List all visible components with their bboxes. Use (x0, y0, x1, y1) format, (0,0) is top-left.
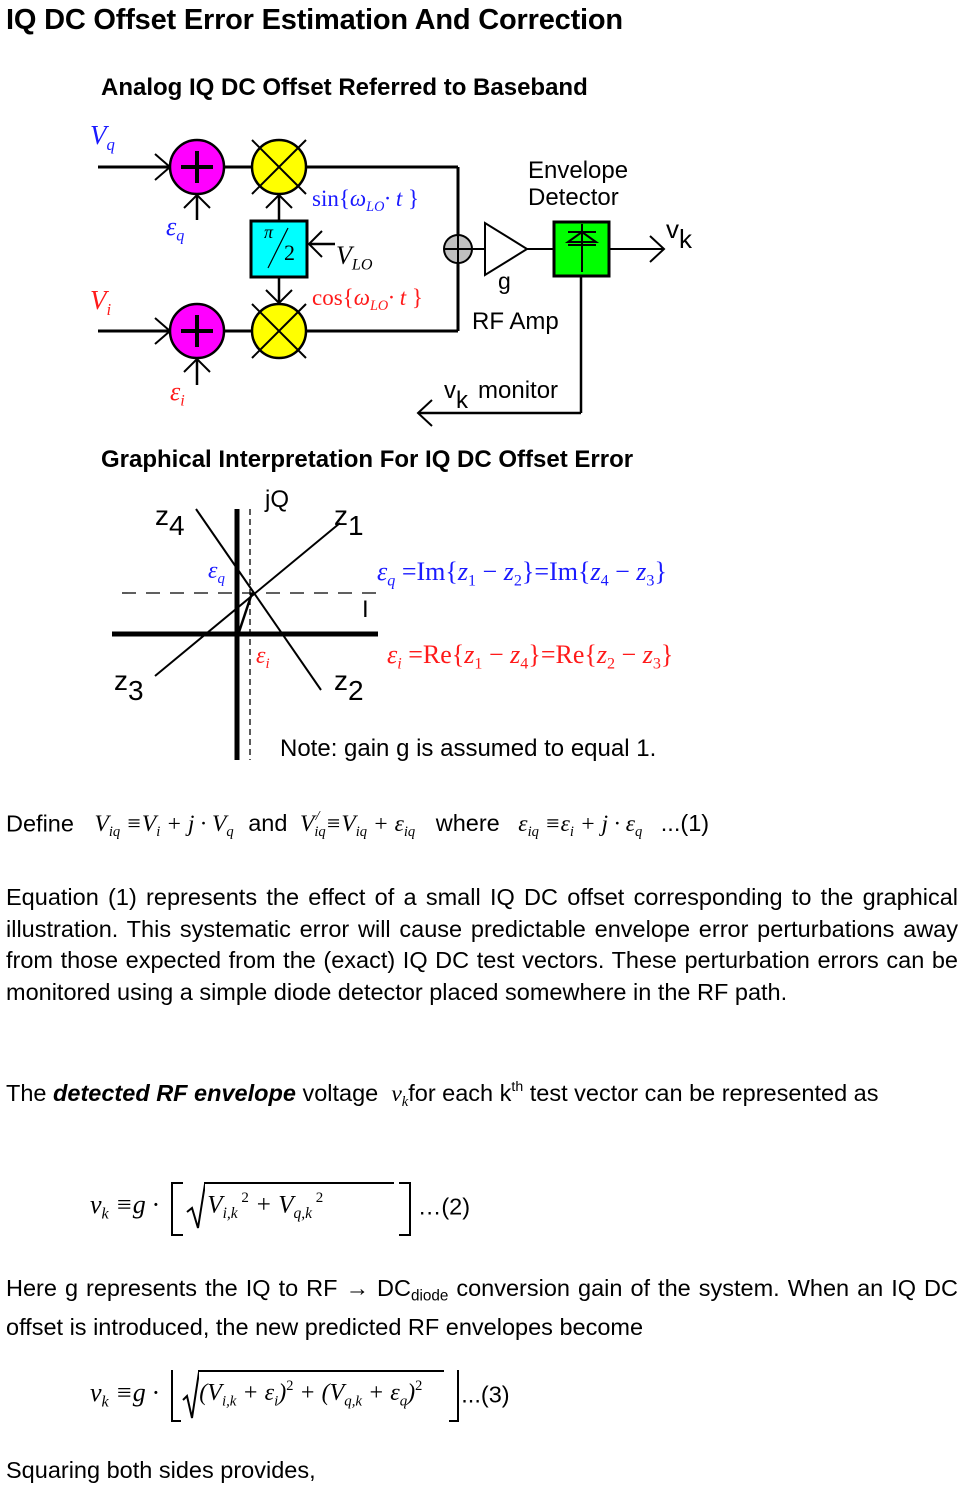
eq-formula: εq =Im{z1 − z2}=Im{z4 − z3} (377, 557, 667, 590)
sin-label: sin{ωLO· t } (312, 186, 420, 215)
iq-modulator-block-diagram (98, 138, 666, 427)
paragraph-squaring: Squaring both sides provides, (6, 1457, 316, 1483)
z2-label: z2 (334, 665, 364, 706)
phase-den: 2 (284, 240, 295, 265)
z4-label: z4 (155, 500, 185, 541)
paragraph-conversion-gain: Here g represents the IQ to RF → DCdiode… (6, 1275, 959, 1341)
z1-label: z1 (334, 500, 364, 541)
cos-label: cos{ωLO· t } (312, 285, 423, 314)
axis-jq-label: jQ (265, 486, 289, 513)
axis-i-label: I (362, 596, 369, 623)
eq-small-label: εq (208, 558, 225, 588)
vk-output-label: vk (666, 214, 692, 254)
adder-q-icon (168, 138, 226, 196)
eq-label: εq (166, 212, 185, 245)
rf-amp-label: RF Amp (472, 308, 559, 335)
page-title: IQ DC Offset Error Estimation And Correc… (6, 4, 623, 36)
vi-label: Vi (90, 285, 112, 319)
diagram2-heading: Graphical Interpretation For IQ DC Offse… (101, 446, 634, 473)
ei-formula: εi =Re{z1 − z4}=Re{z2 − z3} (387, 640, 674, 673)
ei-label: εi (170, 377, 185, 410)
vq-label: Vq (90, 120, 115, 154)
adder-i-icon (168, 302, 226, 360)
iq-plane-graph (112, 508, 378, 760)
gain-note: Note: gain g is assumed to equal 1. (280, 735, 657, 762)
amp-gain-label: g (498, 268, 511, 294)
vlo-label: VLO (336, 241, 373, 274)
z3-label: z3 (114, 665, 144, 706)
mixer-i-icon (250, 302, 308, 360)
mixer-q-icon (250, 138, 308, 196)
equation-1-line: Define Viq ≡Vi + j · Vq and Viq/ ≡Viq + … (6, 808, 710, 841)
equation-2: vk ≡g · Vi,k 2 + Vq,k 2 …(2) (90, 1180, 470, 1240)
ei-small-label: εi (256, 643, 270, 673)
combiner-icon (443, 234, 473, 264)
paragraph-equation-1-explanation: Equation (1) represents the effect of a … (6, 884, 958, 1005)
diagram1-heading: Analog IQ DC Offset Referred to Baseband (101, 74, 588, 101)
rf-amp-icon (484, 221, 529, 277)
paragraph-detected-envelope: The detected RF envelope voltage vkfor e… (6, 1078, 879, 1110)
equation-3: vk ≡g · (Vi,k + εi)2 + (Vq,k + εq)2 ...(… (90, 1368, 510, 1428)
phase-num: π (264, 222, 274, 242)
phase-shifter-icon (249, 219, 309, 279)
